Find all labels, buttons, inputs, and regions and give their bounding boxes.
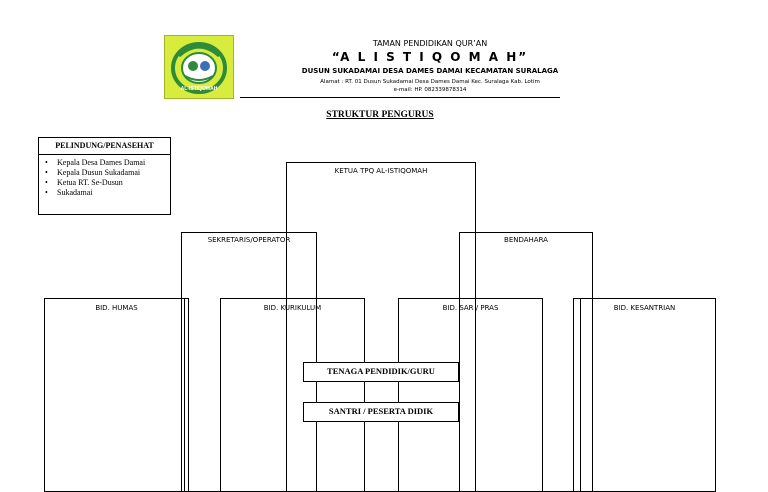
sarpras-label: BID. SAR / PRAS xyxy=(442,304,499,312)
kesantrian-box xyxy=(573,298,716,492)
kesantrian-label: BID. KESANTRIAN xyxy=(613,304,676,312)
protector-item-continued: Sukadamai xyxy=(45,188,145,198)
protector-list: Kepala Desa Dames Damai Kepala Dusun Suk… xyxy=(45,158,145,198)
logo-text: AL-ISTIQOMAH xyxy=(181,86,218,92)
protector-item: Kepala Dusun Sukadamai xyxy=(45,168,145,178)
header-address: Alamat : RT. 01 Dusun Sukadamai Desa Dam… xyxy=(320,79,540,85)
protector-item: Ketua RT. Se-Dusun xyxy=(45,178,145,188)
protector-item-text: Sukadamai xyxy=(57,188,93,197)
kurikulum-box xyxy=(220,298,365,492)
protector-box: PELINDUNG/PENASEHAT Kepala Desa Dames Da… xyxy=(38,137,171,215)
protector-item: Kepala Desa Dames Damai xyxy=(45,158,145,168)
kurikulum-label: BID. KURIKULUM xyxy=(263,304,322,312)
humas-box xyxy=(44,298,189,492)
tenaga-label: TENAGA PENDIDIK/GURU xyxy=(327,366,435,376)
page-title: STRUKTUR PENGURUS xyxy=(326,110,434,120)
santri-label: SANTRI / PESERTA DIDIK xyxy=(328,406,434,416)
header-line-1: TAMAN PENDIDIKAN QUR’AN xyxy=(372,39,488,48)
header-divider xyxy=(240,97,560,98)
protector-title: PELINDUNG/PENASEHAT xyxy=(39,138,170,155)
header-contact: e-mail: HP. 082339878314 xyxy=(393,87,467,93)
connector-line xyxy=(580,298,581,492)
sekretaris-label: SEKRETARIS/OPERATOR xyxy=(207,236,291,244)
institution-name: “A L I S T I Q O M A H” xyxy=(331,50,529,64)
logo: AL-ISTIQOMAH xyxy=(164,35,234,99)
santri-box xyxy=(303,402,459,422)
ketua-label: KETUA TPQ AL-ISTIQOMAH xyxy=(334,167,428,175)
tenaga-box xyxy=(303,362,459,382)
bendahara-label: BENDAHARA xyxy=(504,236,548,244)
humas-label: BID. HUMAS xyxy=(95,304,138,312)
sarpras-box xyxy=(398,298,543,492)
header-line-3: DUSUN SUKADAMAI DESA DAMES DAMAI KECAMAT… xyxy=(301,67,559,75)
connector-line xyxy=(184,298,185,492)
